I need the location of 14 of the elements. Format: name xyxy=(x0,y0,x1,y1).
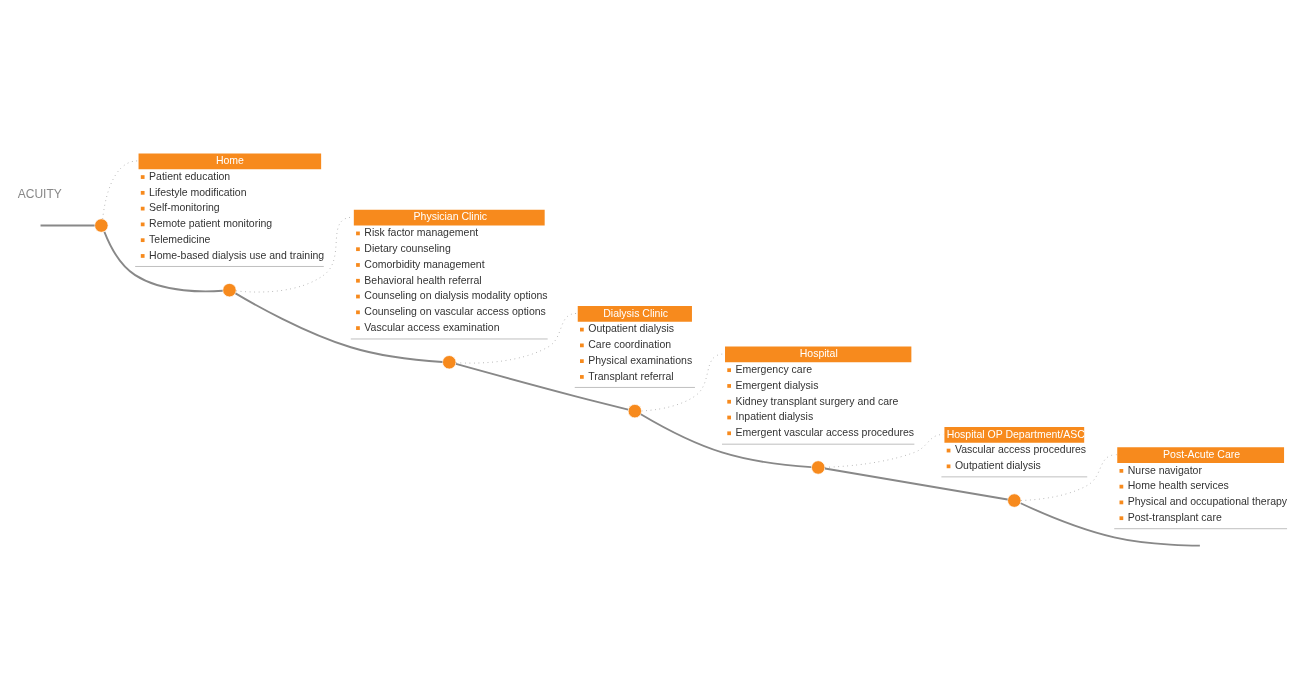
node-circle xyxy=(1007,492,1022,508)
node-circle xyxy=(442,354,457,369)
node-circle xyxy=(94,217,109,233)
connector xyxy=(641,353,725,411)
connector xyxy=(39,224,96,226)
node-circle xyxy=(627,403,642,418)
connector xyxy=(824,467,1009,500)
node-circle xyxy=(222,282,237,297)
connector xyxy=(824,433,945,468)
connector xyxy=(102,160,139,219)
label: ACUITY xyxy=(17,186,62,201)
connector xyxy=(455,362,630,411)
connector xyxy=(103,230,224,292)
node-circle xyxy=(811,459,826,475)
